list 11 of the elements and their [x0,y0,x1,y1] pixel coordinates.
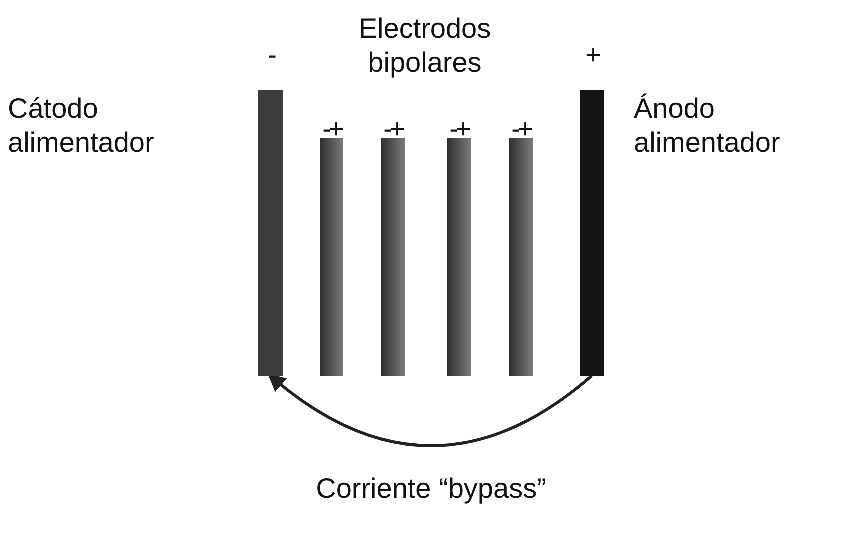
electrode-label: Ánodo alimentador [634,92,782,160]
polarity-sign: + [584,39,600,72]
polarity-sign: -+ [382,113,404,146]
polarity-sign: -+ [322,113,343,146]
edge-label: Corriente “bypass” [315,472,548,506]
polarity-sign: -+ [448,113,470,146]
polarity-sign: - [267,39,276,72]
curved-arrow [268,374,593,448]
electrode-label: Cátodo alimentador [8,92,156,160]
polarity-sign: -+ [510,113,532,146]
group-label: Electrodos bipolares [358,12,492,80]
